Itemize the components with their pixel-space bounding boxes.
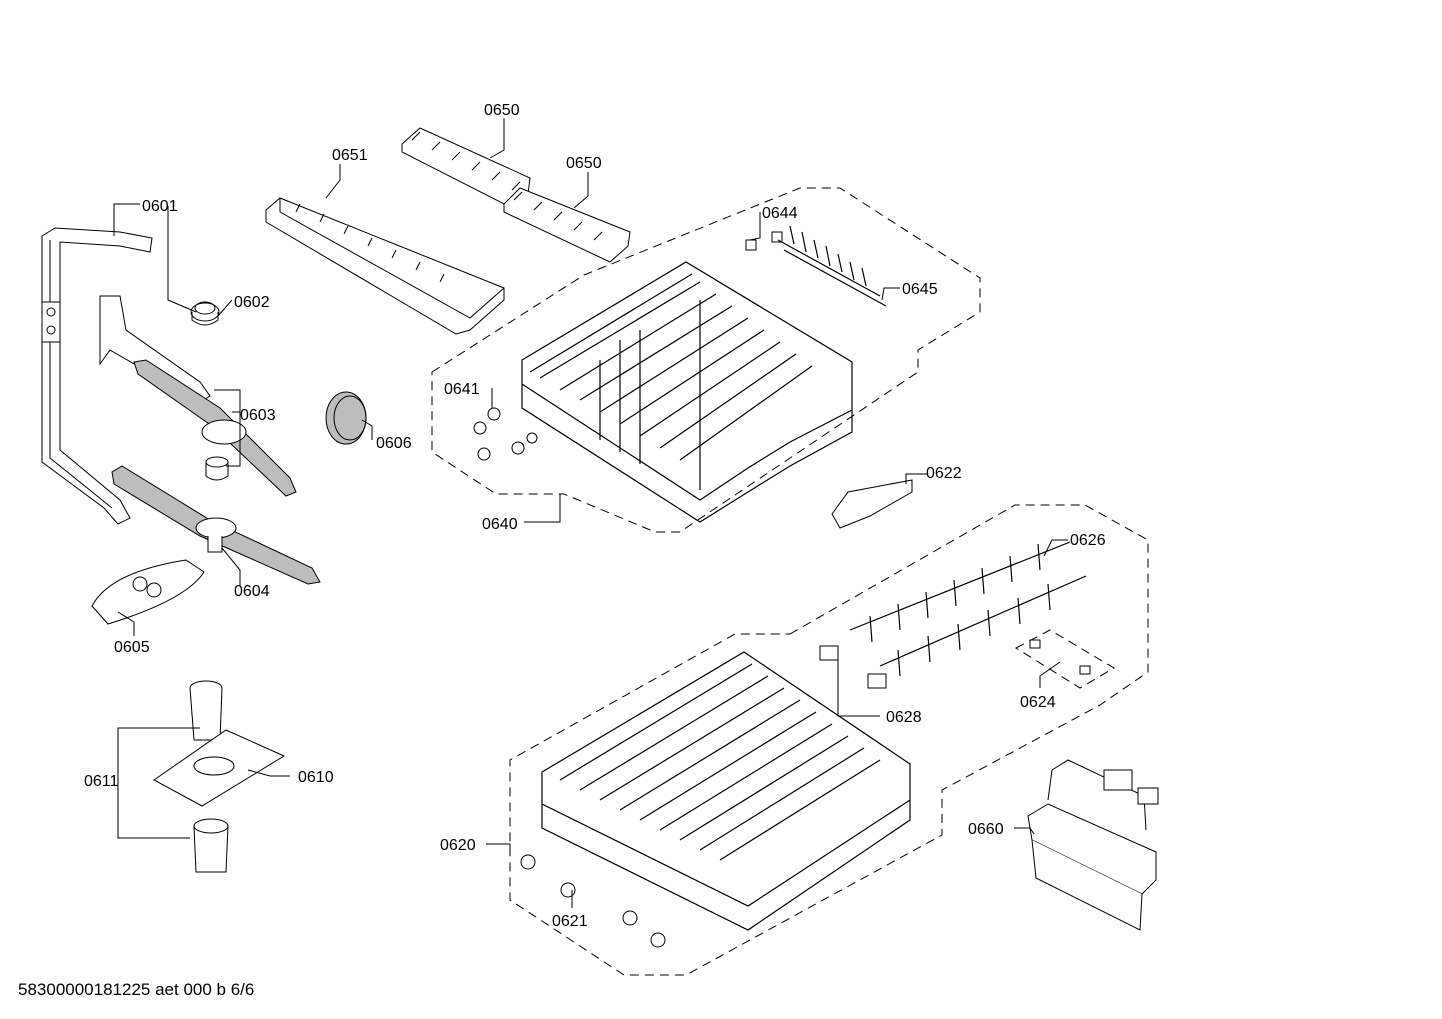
callout-0645: 0645: [902, 281, 938, 298]
upper-spray-arm-0603: [99, 295, 297, 497]
callout-0601: 0601: [142, 198, 178, 215]
callout-0660: 0660: [968, 821, 1004, 838]
sump-filter-0611: [189, 680, 229, 873]
upper-basket-group-outline: [431, 187, 981, 533]
handle-0622: [831, 479, 913, 529]
callout-0626: 0626: [1070, 532, 1106, 549]
cutlery-basket-0660: [1027, 759, 1159, 931]
document-footer-code: 58300000181225 aet 000 b 6/6: [18, 980, 255, 999]
callout-0620: 0620: [440, 837, 476, 854]
callout-0650-upper: 0650: [484, 102, 520, 119]
supply-pipe-0601: [41, 227, 153, 525]
callout-0651: 0651: [332, 147, 368, 164]
callout-0605: 0605: [114, 639, 150, 656]
callout-0628: 0628: [886, 709, 922, 726]
lower-basket-0620: [541, 651, 911, 931]
clip-0644: [745, 231, 783, 251]
callout-0604: 0604: [234, 583, 270, 600]
callout-0624: 0624: [1020, 694, 1056, 711]
callout-0603: 0603: [240, 407, 276, 424]
leader-lines: [113, 118, 1068, 908]
callout-0640: 0640: [482, 516, 518, 533]
callout-0650-lower: 0650: [566, 155, 602, 172]
sump-plate-0610: [153, 729, 286, 807]
callout-0641: 0641: [444, 381, 480, 398]
upper-basket-0640: [521, 261, 853, 523]
rack-wheels-0621: [520, 854, 666, 948]
rack-wheels-0641: [473, 407, 538, 461]
callout-0602: 0602: [234, 294, 270, 311]
bracket-0628: [819, 645, 887, 689]
rack-insert-0650-upper: [401, 127, 531, 209]
cup-rack-0645: [777, 225, 887, 307]
callout-0606: 0606: [376, 435, 412, 452]
cutlery-rack-group-outline: [509, 504, 1149, 976]
lower-spray-arm-0604: [111, 465, 321, 585]
nut-0602: [190, 301, 220, 326]
filter-disc-0606: [325, 391, 367, 445]
cutlery-tray-0651: [265, 197, 505, 335]
callout-0621: 0621: [552, 913, 588, 930]
callout-0622: 0622: [926, 465, 962, 482]
callout-0644: 0644: [762, 205, 798, 222]
callout-0611: 0611: [84, 773, 119, 790]
filter-cover-0605: [91, 559, 205, 625]
callout-0610: 0610: [298, 769, 334, 786]
rack-insert-0650-lower: [503, 187, 631, 263]
plate-rack-0626: [849, 541, 1087, 677]
clips-0624: [1014, 629, 1115, 689]
